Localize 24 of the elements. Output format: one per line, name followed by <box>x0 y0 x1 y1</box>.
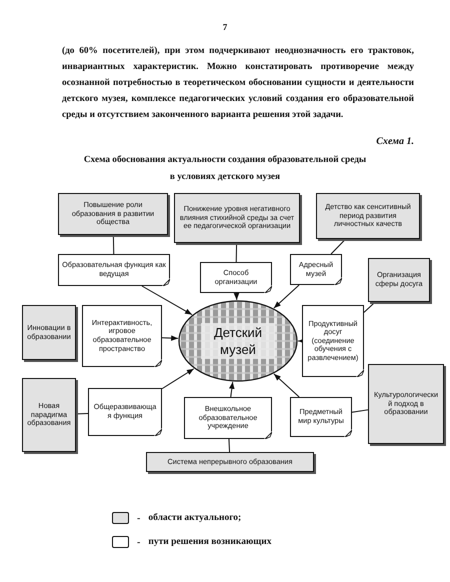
connector-line <box>364 302 376 313</box>
node-text: Детский музей <box>201 323 275 359</box>
scheme-label: Схема 1. <box>376 136 414 147</box>
arrow <box>141 286 192 316</box>
connector-line <box>236 242 238 262</box>
connector-line <box>330 238 346 254</box>
arrow <box>162 368 194 390</box>
legend-text: пути решения возникающих <box>148 537 272 547</box>
connector-line <box>352 409 368 413</box>
paragraph: (до 60% посетителей), при этом подчеркивают неоднозначность его трактовок, инвариантных характеристик. Можно констатировать противоречие между осознанной потребностью в теоретическом обосновании сущности и деятельности детского музея, комплексе педагогических условий создания его образовательной среды и отсутствием законченного варианта решения этой задачи. <box>62 45 414 122</box>
arrow <box>234 292 240 300</box>
arrow <box>273 284 300 309</box>
page-number: 7 <box>222 22 228 32</box>
arrow <box>229 381 235 398</box>
diagram-title: Схема обоснования актуальности создания образовательной среды в условиях детского музея <box>82 154 368 184</box>
ellipse-node <box>178 300 298 382</box>
dash: - <box>137 512 140 524</box>
connector-line <box>228 438 230 452</box>
connector-line <box>112 234 114 254</box>
dash: - <box>137 536 140 548</box>
arrow <box>273 373 300 398</box>
connector-line <box>76 412 88 414</box>
legend-text: области актуального; <box>148 513 242 523</box>
arrow <box>162 335 179 341</box>
